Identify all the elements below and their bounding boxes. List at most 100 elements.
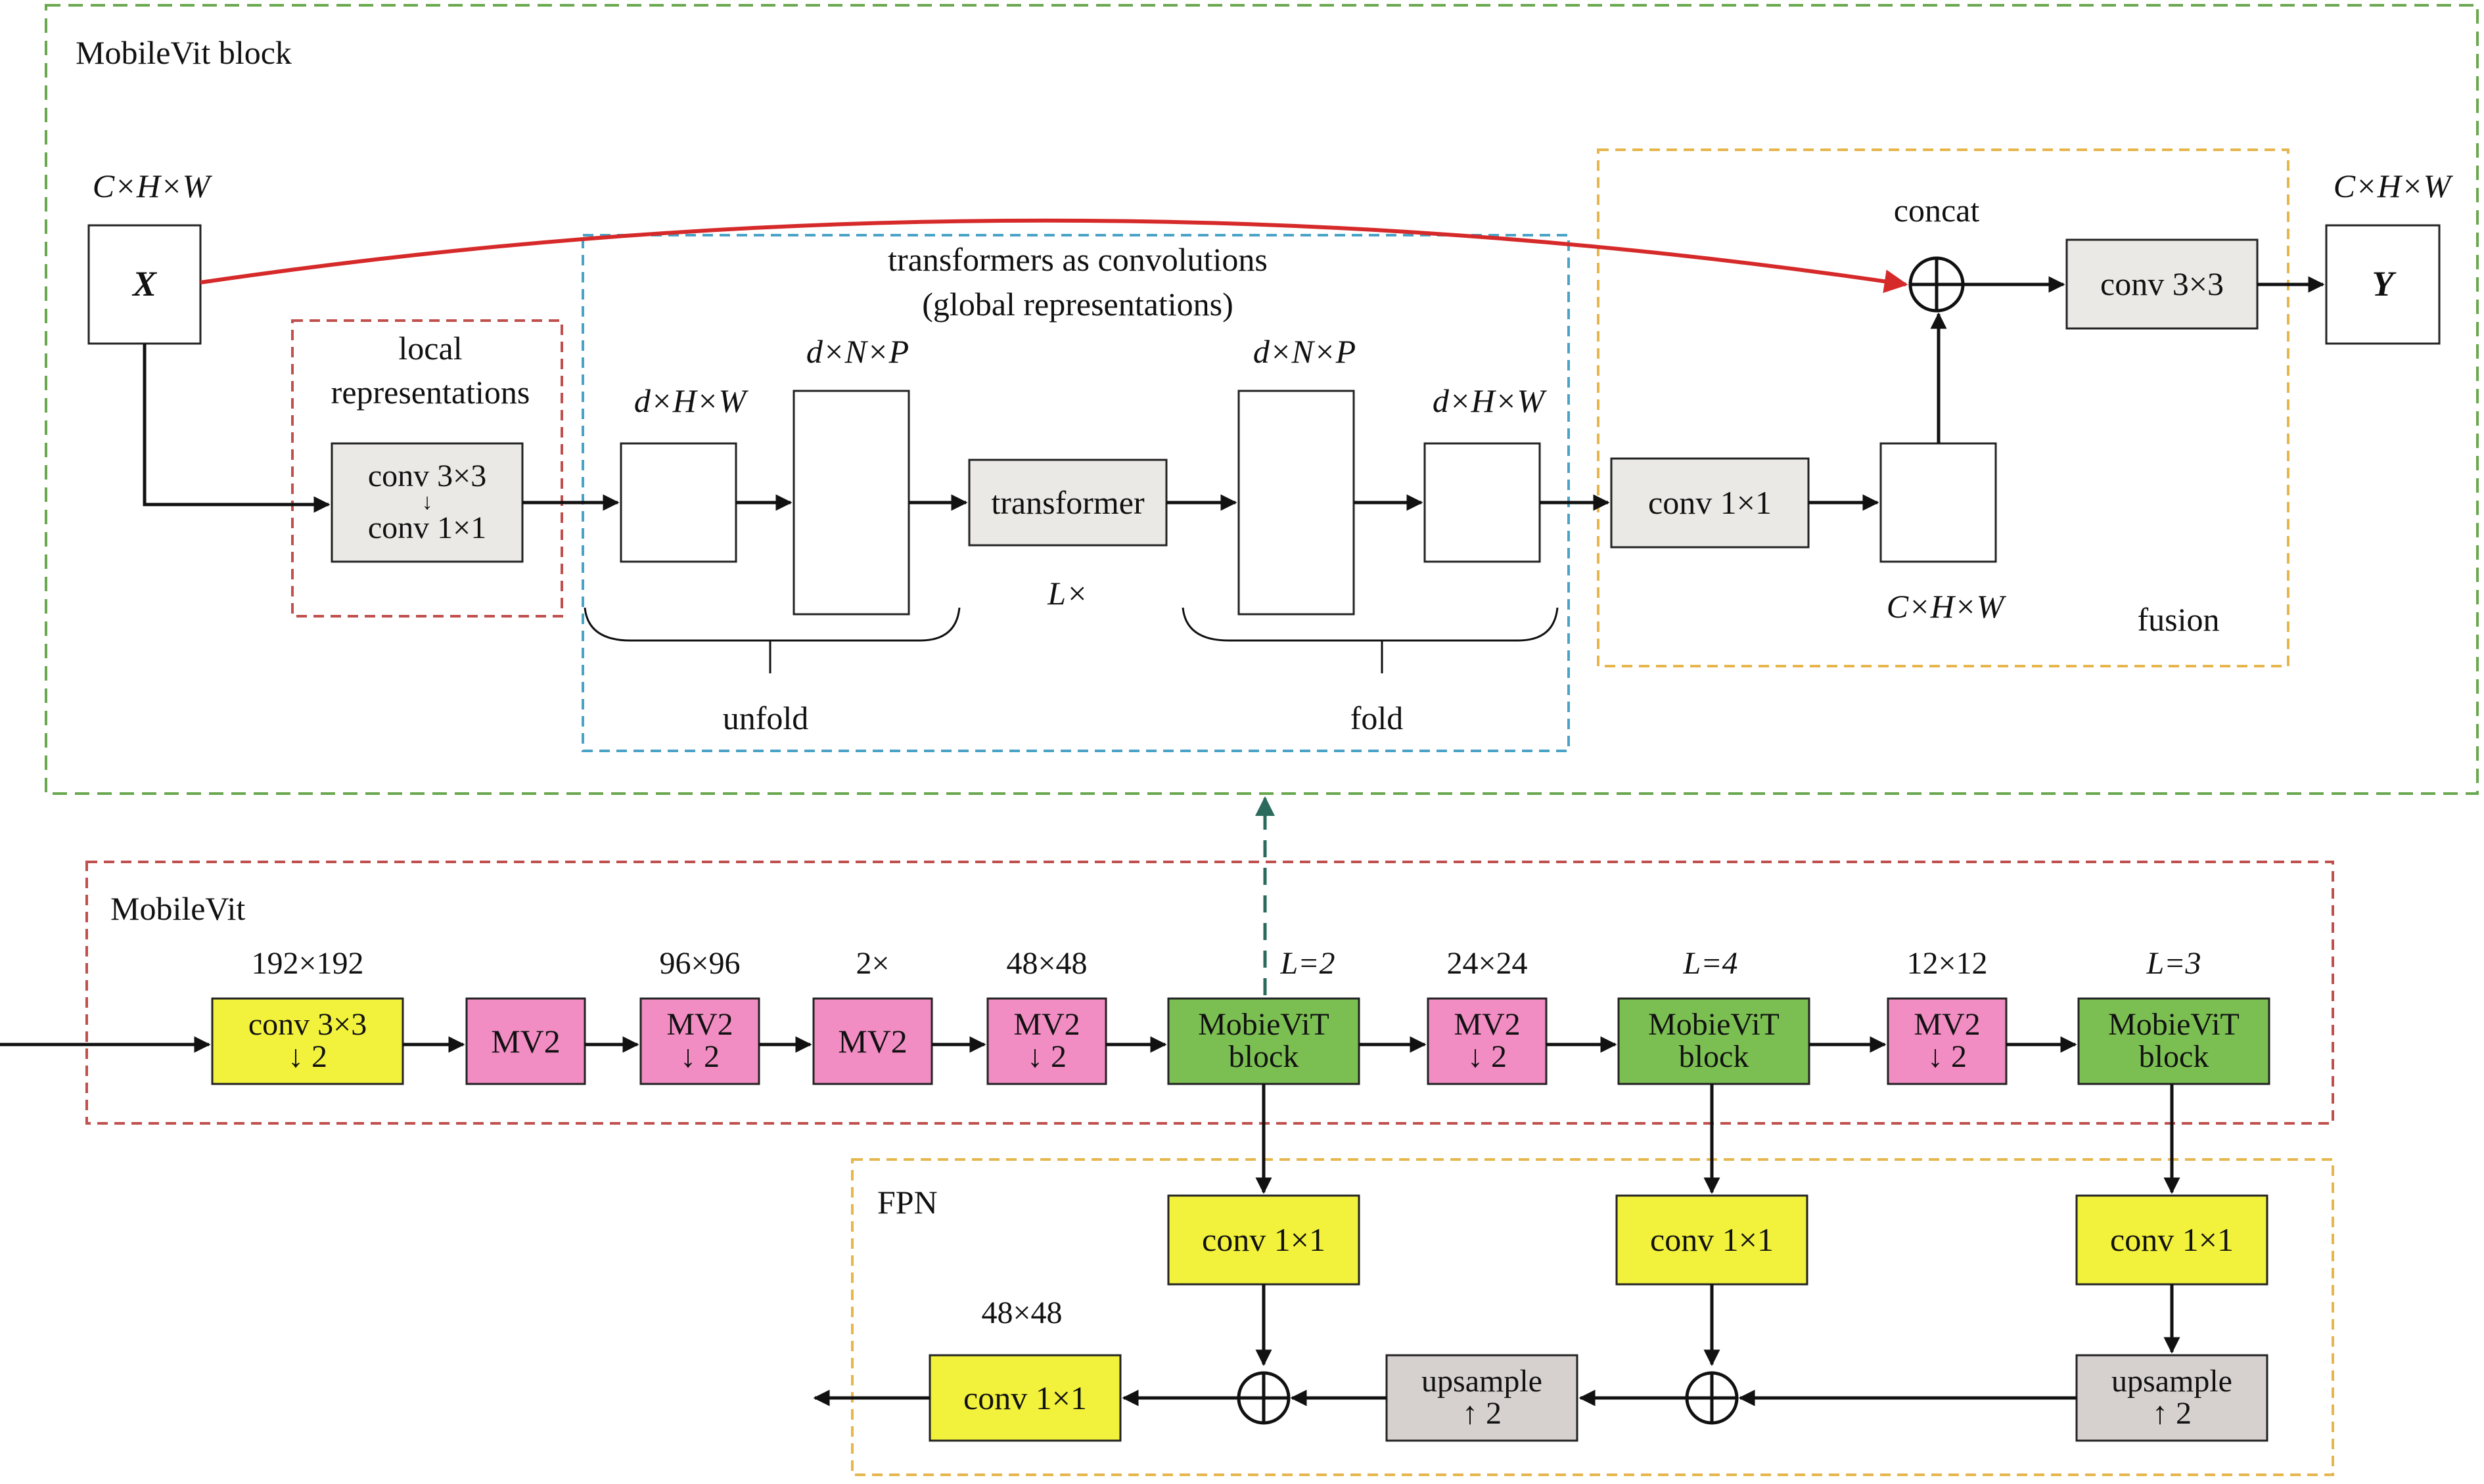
dim-dnp-1: d×N×P — [806, 333, 909, 370]
backbone-block-4-line2: ↓ 2 — [1027, 1039, 1067, 1074]
dim-dnp-2: d×N×P — [1253, 333, 1356, 370]
fusion-conv1x1-box — [1610, 457, 1810, 549]
backbone-block-0 — [211, 997, 404, 1085]
local-representations-frame — [291, 319, 563, 618]
backbone-block-0-line1: conv 3×3 — [248, 1007, 367, 1043]
transformer-title-line1: transformers as convolutions — [888, 241, 1268, 278]
backbone-block-3-line1: MV2 — [838, 1022, 908, 1060]
fusion-frame — [1597, 148, 2289, 667]
fpn-conv-a — [1167, 1194, 1360, 1286]
fusion-conv1-label: conv 1×1 — [1648, 484, 1772, 521]
transformer-box — [968, 459, 1168, 547]
fpn-conv-b-label: conv 1×1 — [1650, 1221, 1774, 1258]
skip-connection-arrow — [200, 218, 1908, 294]
fpn-add-icon-a — [1237, 1371, 1291, 1425]
backbone-dim-4: L=2 — [1280, 946, 1335, 981]
fpn-output-conv-text: conv 1×1 — [930, 1355, 1120, 1441]
backbone-block-7 — [1617, 997, 1810, 1085]
fpn-title: FPN — [877, 1184, 938, 1221]
fpn-conv-c-label: conv 1×1 — [2110, 1221, 2234, 1258]
fpn-upsample-1-line1: upsample — [1421, 1364, 1542, 1399]
backbone-block-2-line1: MV2 — [666, 1007, 733, 1043]
fusion-conv3x3-box — [2065, 238, 2259, 330]
backbone-block-6 — [1427, 997, 1548, 1085]
backbone-dim-3: 48×48 — [1006, 946, 1088, 981]
fpn-output-dim: 48×48 — [981, 1295, 1063, 1330]
backbone-block-8-line1: MV2 — [1914, 1007, 1981, 1043]
fpn-conv-b-text: conv 1×1 — [1617, 1196, 1807, 1284]
backbone-block-6-line2: ↓ 2 — [1467, 1039, 1507, 1074]
concat-add-icon — [1908, 256, 1965, 313]
backbone-block-9 — [2077, 997, 2270, 1085]
input-x-box — [87, 224, 202, 345]
backbone-title: MobileVit — [110, 890, 246, 927]
backbone-block-5-text: MobieViT block — [1168, 999, 1359, 1084]
fpn-upsample-1-line2: ↑ 2 — [1462, 1396, 1502, 1431]
input-dim-label: C×H×W — [92, 168, 210, 204]
mobilevit-backbone-frame — [85, 861, 2334, 1125]
unfold-brace-full — [584, 607, 961, 642]
mobilevit-block-title: MobileVit block — [76, 34, 292, 71]
backbone-block-5-line2: block — [1228, 1039, 1299, 1074]
backbone-block-8-text: MV2 ↓ 2 — [1888, 999, 2006, 1084]
unfold-label: unfold — [722, 700, 809, 736]
fold-patch-box — [1237, 390, 1355, 616]
backbone-block-8-line2: ↓ 2 — [1927, 1039, 1967, 1074]
dim-dhw-2: d×H×W — [1432, 382, 1545, 419]
local-title-line1: local — [398, 330, 463, 367]
output-dim-label: C×H×W — [2333, 168, 2451, 204]
backbone-block-4 — [986, 997, 1107, 1085]
backbone-block-8 — [1887, 997, 2008, 1085]
fusion-conv3-label: conv 3×3 — [2100, 265, 2224, 302]
local-conv-b: conv 1×1 — [367, 510, 487, 546]
fusion-dim-label: C×H×W — [1886, 588, 2004, 625]
fusion-label: fusion — [2137, 601, 2220, 638]
fold-label: fold — [1350, 700, 1404, 736]
fpn-frame — [851, 1158, 2334, 1476]
fpn-conv-a-text: conv 1×1 — [1168, 1196, 1359, 1284]
fusion-conv3-text: conv 3×3 — [2067, 240, 2257, 328]
output-y-box — [2325, 224, 2441, 345]
backbone-block-3 — [812, 997, 933, 1085]
backbone-dim-1: 96×96 — [659, 946, 741, 981]
output-y-label: Y — [2326, 225, 2439, 344]
backbone-dim-8: L=3 — [2146, 946, 2201, 981]
backbone-block-2-text: MV2 ↓ 2 — [641, 999, 759, 1084]
backbone-block-7-line2: block — [1678, 1039, 1749, 1074]
fpn-conv-b — [1615, 1194, 1808, 1286]
backbone-block-5-line1: MobieViT — [1198, 1007, 1329, 1043]
fpn-upsample-2-line1: upsample — [2111, 1364, 2232, 1399]
backbone-dim-5: 24×24 — [1446, 946, 1528, 981]
fold-feature-box — [1423, 442, 1541, 563]
local-conv-arrow: ↓ — [421, 489, 433, 514]
backbone-block-0-text: conv 3×3 ↓ 2 — [212, 999, 403, 1084]
backbone-block-0-line2: ↓ 2 — [288, 1039, 327, 1074]
repeat-label: L× — [1047, 575, 1088, 612]
backbone-block-6-text: MV2 ↓ 2 — [1428, 999, 1546, 1084]
backbone-dim-6: L=4 — [1683, 946, 1738, 981]
input-x-text: X — [132, 264, 157, 304]
fpn-upsample-2-line2: ↑ 2 — [2152, 1396, 2192, 1431]
fpn-conv-c-text: conv 1×1 — [2077, 1196, 2267, 1284]
local-title-line2: representations — [331, 374, 530, 411]
backbone-block-9-line1: MobieViT — [2108, 1007, 2240, 1043]
local-conv-text: conv 3×3 ↓ conv 1×1 — [332, 443, 522, 562]
fpn-output-conv-label: conv 1×1 — [963, 1379, 1087, 1416]
backbone-block-9-text: MobieViT block — [2079, 999, 2269, 1084]
fpn-conv-c — [2075, 1194, 2268, 1286]
fpn-upsample-1-text: upsample ↑ 2 — [1387, 1355, 1577, 1441]
mobilevit-block-frame — [45, 4, 2479, 795]
backbone-block-7-line1: MobieViT — [1648, 1007, 1780, 1043]
backbone-dim-0: 192×192 — [251, 946, 364, 981]
backbone-block-1-line1: MV2 — [491, 1022, 561, 1060]
backbone-block-4-text: MV2 ↓ 2 — [988, 999, 1106, 1084]
fold-brace — [1182, 607, 1559, 642]
backbone-block-9-line2: block — [2138, 1039, 2209, 1074]
output-y-text: Y — [2372, 264, 2394, 304]
backbone-block-1 — [465, 997, 586, 1085]
unfold-feature-box — [620, 442, 737, 563]
transformer-label: transformer — [991, 483, 1145, 521]
backbone-block-3-text: MV2 — [814, 999, 932, 1084]
dim-dhw-1: d×H×W — [633, 382, 747, 419]
